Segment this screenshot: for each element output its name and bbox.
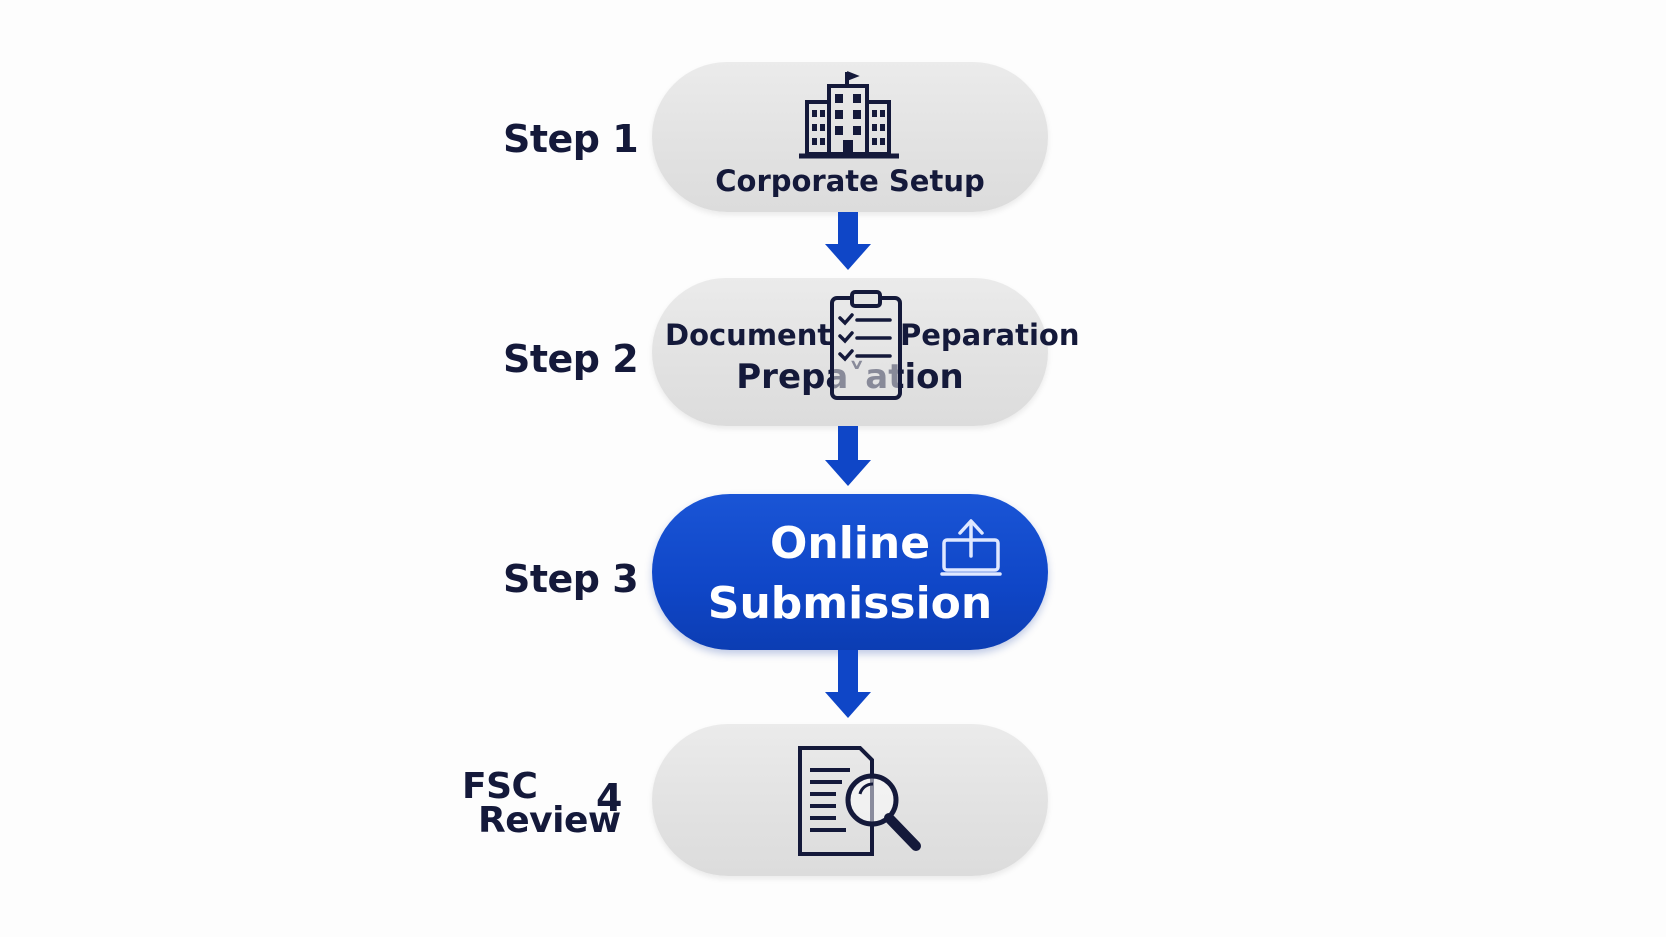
clipboard-checklist-icon (830, 290, 902, 400)
building-icon (799, 71, 899, 159)
step-3-title-line2: Submission (707, 578, 993, 629)
step-2-title-left: Document (665, 318, 832, 352)
step-2-title-right: Peparation (900, 318, 1080, 352)
step-4-label: FSC Review 4 (462, 766, 632, 846)
step-3-box[interactable]: Online Submission (652, 494, 1048, 650)
step-4-box[interactable] (652, 724, 1048, 876)
arrow-down-icon (825, 650, 871, 718)
arrow-down-icon (825, 426, 871, 486)
step-1-box[interactable]: Corporate Setup (652, 62, 1048, 212)
step-3-label: Step 3 (503, 557, 639, 601)
step-4-label-number: 4 (596, 776, 622, 820)
step-3-title-line1: Online (770, 518, 931, 569)
document-search-icon (798, 746, 921, 856)
upload-icon (940, 519, 1002, 576)
step-4-label-line2: Review (478, 800, 621, 841)
step-1-label: Step 1 (503, 117, 639, 161)
step-1-title: Corporate Setup (715, 164, 985, 198)
arrow-down-icon (825, 212, 871, 270)
step-4-label-line1: FSC (462, 766, 538, 807)
step-2-box[interactable]: Document Peparation Prepa˅ation (652, 278, 1080, 426)
step-2-label: Step 2 (503, 337, 639, 381)
